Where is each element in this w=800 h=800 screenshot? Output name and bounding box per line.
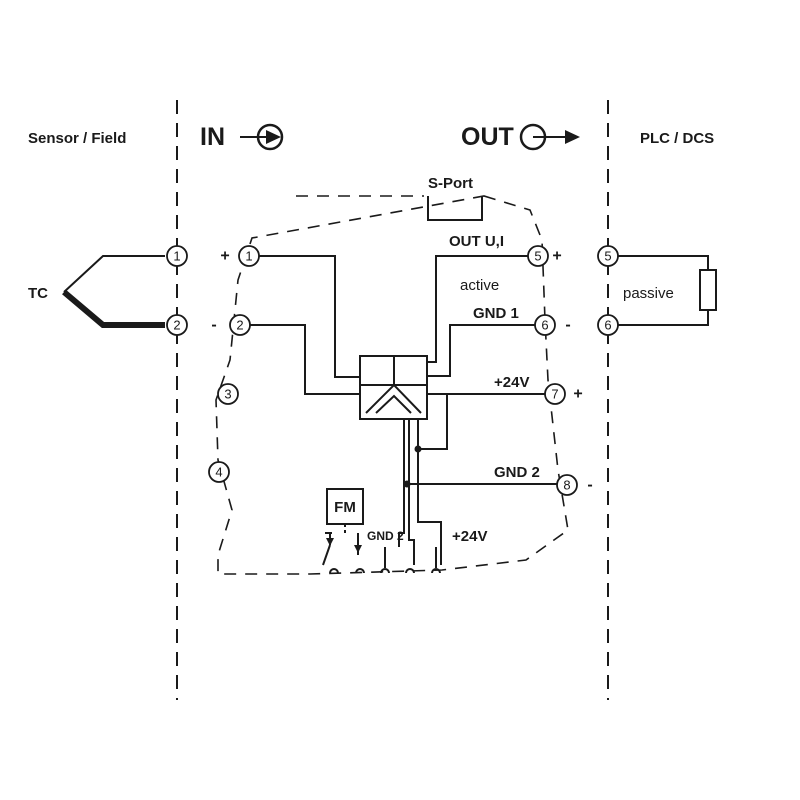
module-terminal-7[interactable]: 7 xyxy=(544,383,566,405)
module-terminal-2[interactable]: 2 xyxy=(229,314,251,336)
svg-text:5: 5 xyxy=(604,249,611,264)
module-terminal-1[interactable]: 1 xyxy=(238,245,260,267)
gnd2-label: GND 2 xyxy=(494,464,540,481)
field-terminal-1[interactable]: 1 xyxy=(166,245,188,267)
out5-sign: + xyxy=(552,248,561,265)
out-ui-label: OUT U,I xyxy=(449,233,504,250)
gnd1-label: GND 1 xyxy=(473,305,519,322)
in2-sign: - xyxy=(211,317,216,334)
header-plc-dcs: PLC / DCS xyxy=(640,130,714,147)
plus24v-label: +24V xyxy=(494,374,529,391)
input-wire-2 xyxy=(250,324,360,395)
module-terminal-4[interactable]: 4 xyxy=(208,461,230,483)
field-terminal-2[interactable]: 2 xyxy=(166,314,188,336)
svg-text:6: 6 xyxy=(541,318,548,333)
module-outline xyxy=(215,195,569,575)
fm-contact-left-arrow xyxy=(326,538,334,546)
fm-contact-right-arrow xyxy=(354,545,362,553)
svg-text:2: 2 xyxy=(236,318,243,333)
plc-load-wire xyxy=(618,255,709,326)
in1-sign: + xyxy=(220,248,229,265)
supply-wire-24v xyxy=(418,393,448,450)
svg-text:1: 1 xyxy=(245,249,252,264)
in-arrow-icon xyxy=(240,123,284,151)
tc-label: TC xyxy=(28,285,48,302)
fm-box: FM xyxy=(326,488,364,525)
t8-sign: - xyxy=(587,477,592,494)
internal-bus-b xyxy=(408,419,415,565)
plc-terminal-6[interactable]: 6 xyxy=(597,314,619,336)
output-wire-out-ui xyxy=(427,255,528,363)
plus24v-bus-label: +24V xyxy=(452,528,487,545)
bus-connector xyxy=(329,547,441,574)
svg-text:2: 2 xyxy=(173,318,180,333)
svg-text:7: 7 xyxy=(551,387,558,402)
s-port-label: S-Port xyxy=(428,175,473,192)
load-resistor xyxy=(699,269,717,311)
input-wire-1 xyxy=(259,255,360,378)
svg-text:1: 1 xyxy=(173,249,180,264)
thermocouple-negative-wire xyxy=(62,289,165,328)
active-label: active xyxy=(460,277,499,294)
svg-text:6: 6 xyxy=(604,318,611,333)
output-wire-gnd1 xyxy=(427,324,535,377)
thermocouple-positive-wire xyxy=(63,255,165,293)
out6-sign: - xyxy=(565,317,570,334)
module-terminal-5[interactable]: 5 xyxy=(527,245,549,267)
svg-text:FM: FM xyxy=(334,499,356,516)
fm-contact-left xyxy=(322,532,332,566)
gnd2-bus-label: GND 2 xyxy=(367,529,404,543)
header-sensor-field: Sensor / Field xyxy=(28,130,126,147)
internal-bus-a xyxy=(398,419,405,547)
isolator-block xyxy=(359,355,428,420)
s-port-connector xyxy=(427,196,483,221)
t7-sign: + xyxy=(573,386,582,403)
module-terminal-8[interactable]: 8 xyxy=(556,474,578,496)
module-terminal-6[interactable]: 6 xyxy=(534,314,556,336)
internal-bus-c xyxy=(417,419,442,565)
svg-text:3: 3 xyxy=(224,387,231,402)
passive-label: passive xyxy=(623,285,674,302)
module-terminal-3[interactable]: 3 xyxy=(217,383,239,405)
out-arrow-icon xyxy=(519,123,580,151)
svg-text:4: 4 xyxy=(215,465,222,480)
header-in: IN xyxy=(200,123,225,151)
plc-terminal-5[interactable]: 5 xyxy=(597,245,619,267)
svg-text:5: 5 xyxy=(534,249,541,264)
header-out: OUT xyxy=(461,123,514,151)
svg-text:8: 8 xyxy=(563,478,570,493)
